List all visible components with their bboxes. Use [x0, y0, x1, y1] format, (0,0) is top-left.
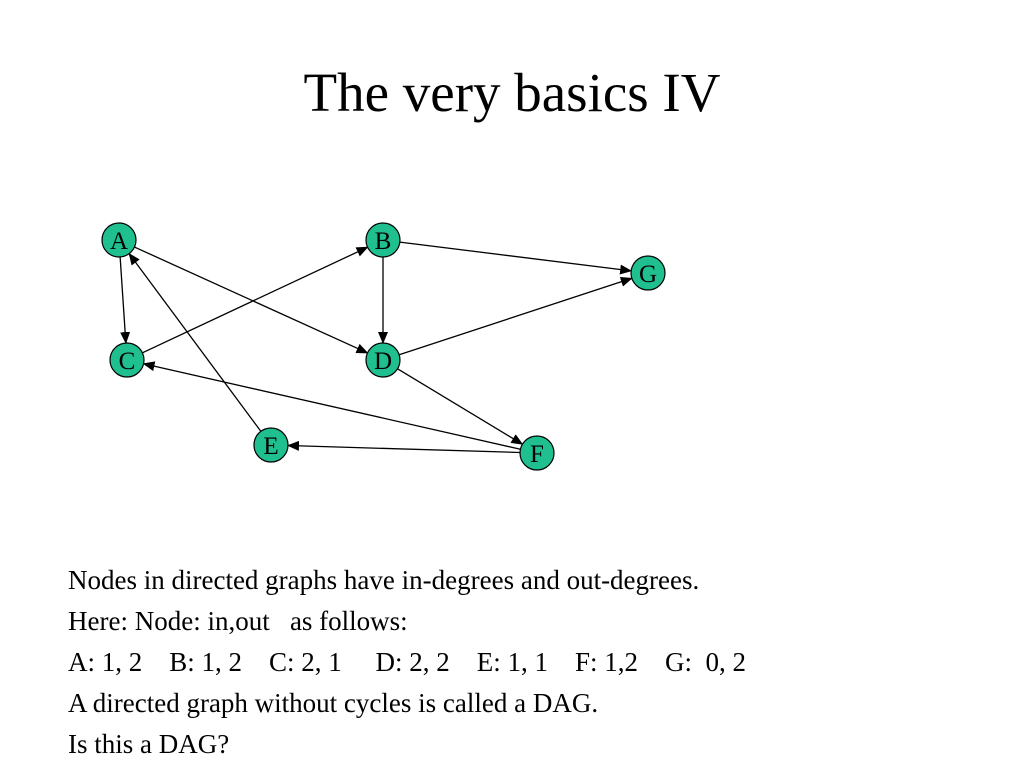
text-line-degrees-intro: Nodes in directed graphs have in-degrees… [68, 565, 700, 595]
edge-d-to-f [397, 368, 524, 445]
node-d: D [365, 342, 401, 378]
edge-a-to-c [119, 256, 131, 345]
edge-a-to-d [134, 246, 369, 354]
node-b: B [365, 222, 401, 258]
text-line-dag-definition: A directed graph without cycles is calle… [68, 688, 599, 718]
node-a-circle [101, 222, 137, 258]
node-a-label: A [110, 228, 128, 255]
node-f: F [519, 435, 555, 471]
slide-title: The very basics IV [303, 62, 721, 123]
node-b-label: B [375, 228, 392, 255]
node-g: G [630, 255, 666, 291]
node-f-label: F [530, 441, 544, 468]
slide-body: Nodes in directed graphs have in-degrees… [68, 560, 1008, 765]
node-f-circle [519, 435, 555, 471]
edge-f-to-c [142, 361, 521, 450]
text-line-degree-values: A: 1, 2 B: 1, 2 C: 2, 1 D: 2, 2 E: 1, 1 … [68, 647, 747, 677]
node-g-label: G [639, 261, 657, 288]
text-line-format: Here: Node: in,out as follows: [68, 606, 408, 636]
edge-b-to-g [399, 241, 633, 275]
node-b-circle [365, 222, 401, 258]
node-e-label: E [263, 433, 278, 460]
graph-nodes: A B C D E F G [101, 222, 666, 471]
node-g-circle [630, 255, 666, 291]
node-d-label: D [374, 348, 392, 375]
edge-c-to-b [142, 246, 369, 354]
graph-edges [119, 241, 633, 454]
edge-f-to-e [286, 440, 521, 454]
node-c-circle [109, 342, 145, 378]
node-e: E [253, 427, 289, 463]
edge-e-to-a [128, 252, 262, 432]
node-d-circle [365, 342, 401, 378]
node-c: C [109, 342, 145, 378]
node-c-label: C [119, 348, 136, 375]
text-line-question: Is this a DAG? [68, 729, 230, 759]
node-e-circle [253, 427, 289, 463]
node-a: A [101, 222, 137, 258]
edge-d-to-g [398, 276, 633, 356]
